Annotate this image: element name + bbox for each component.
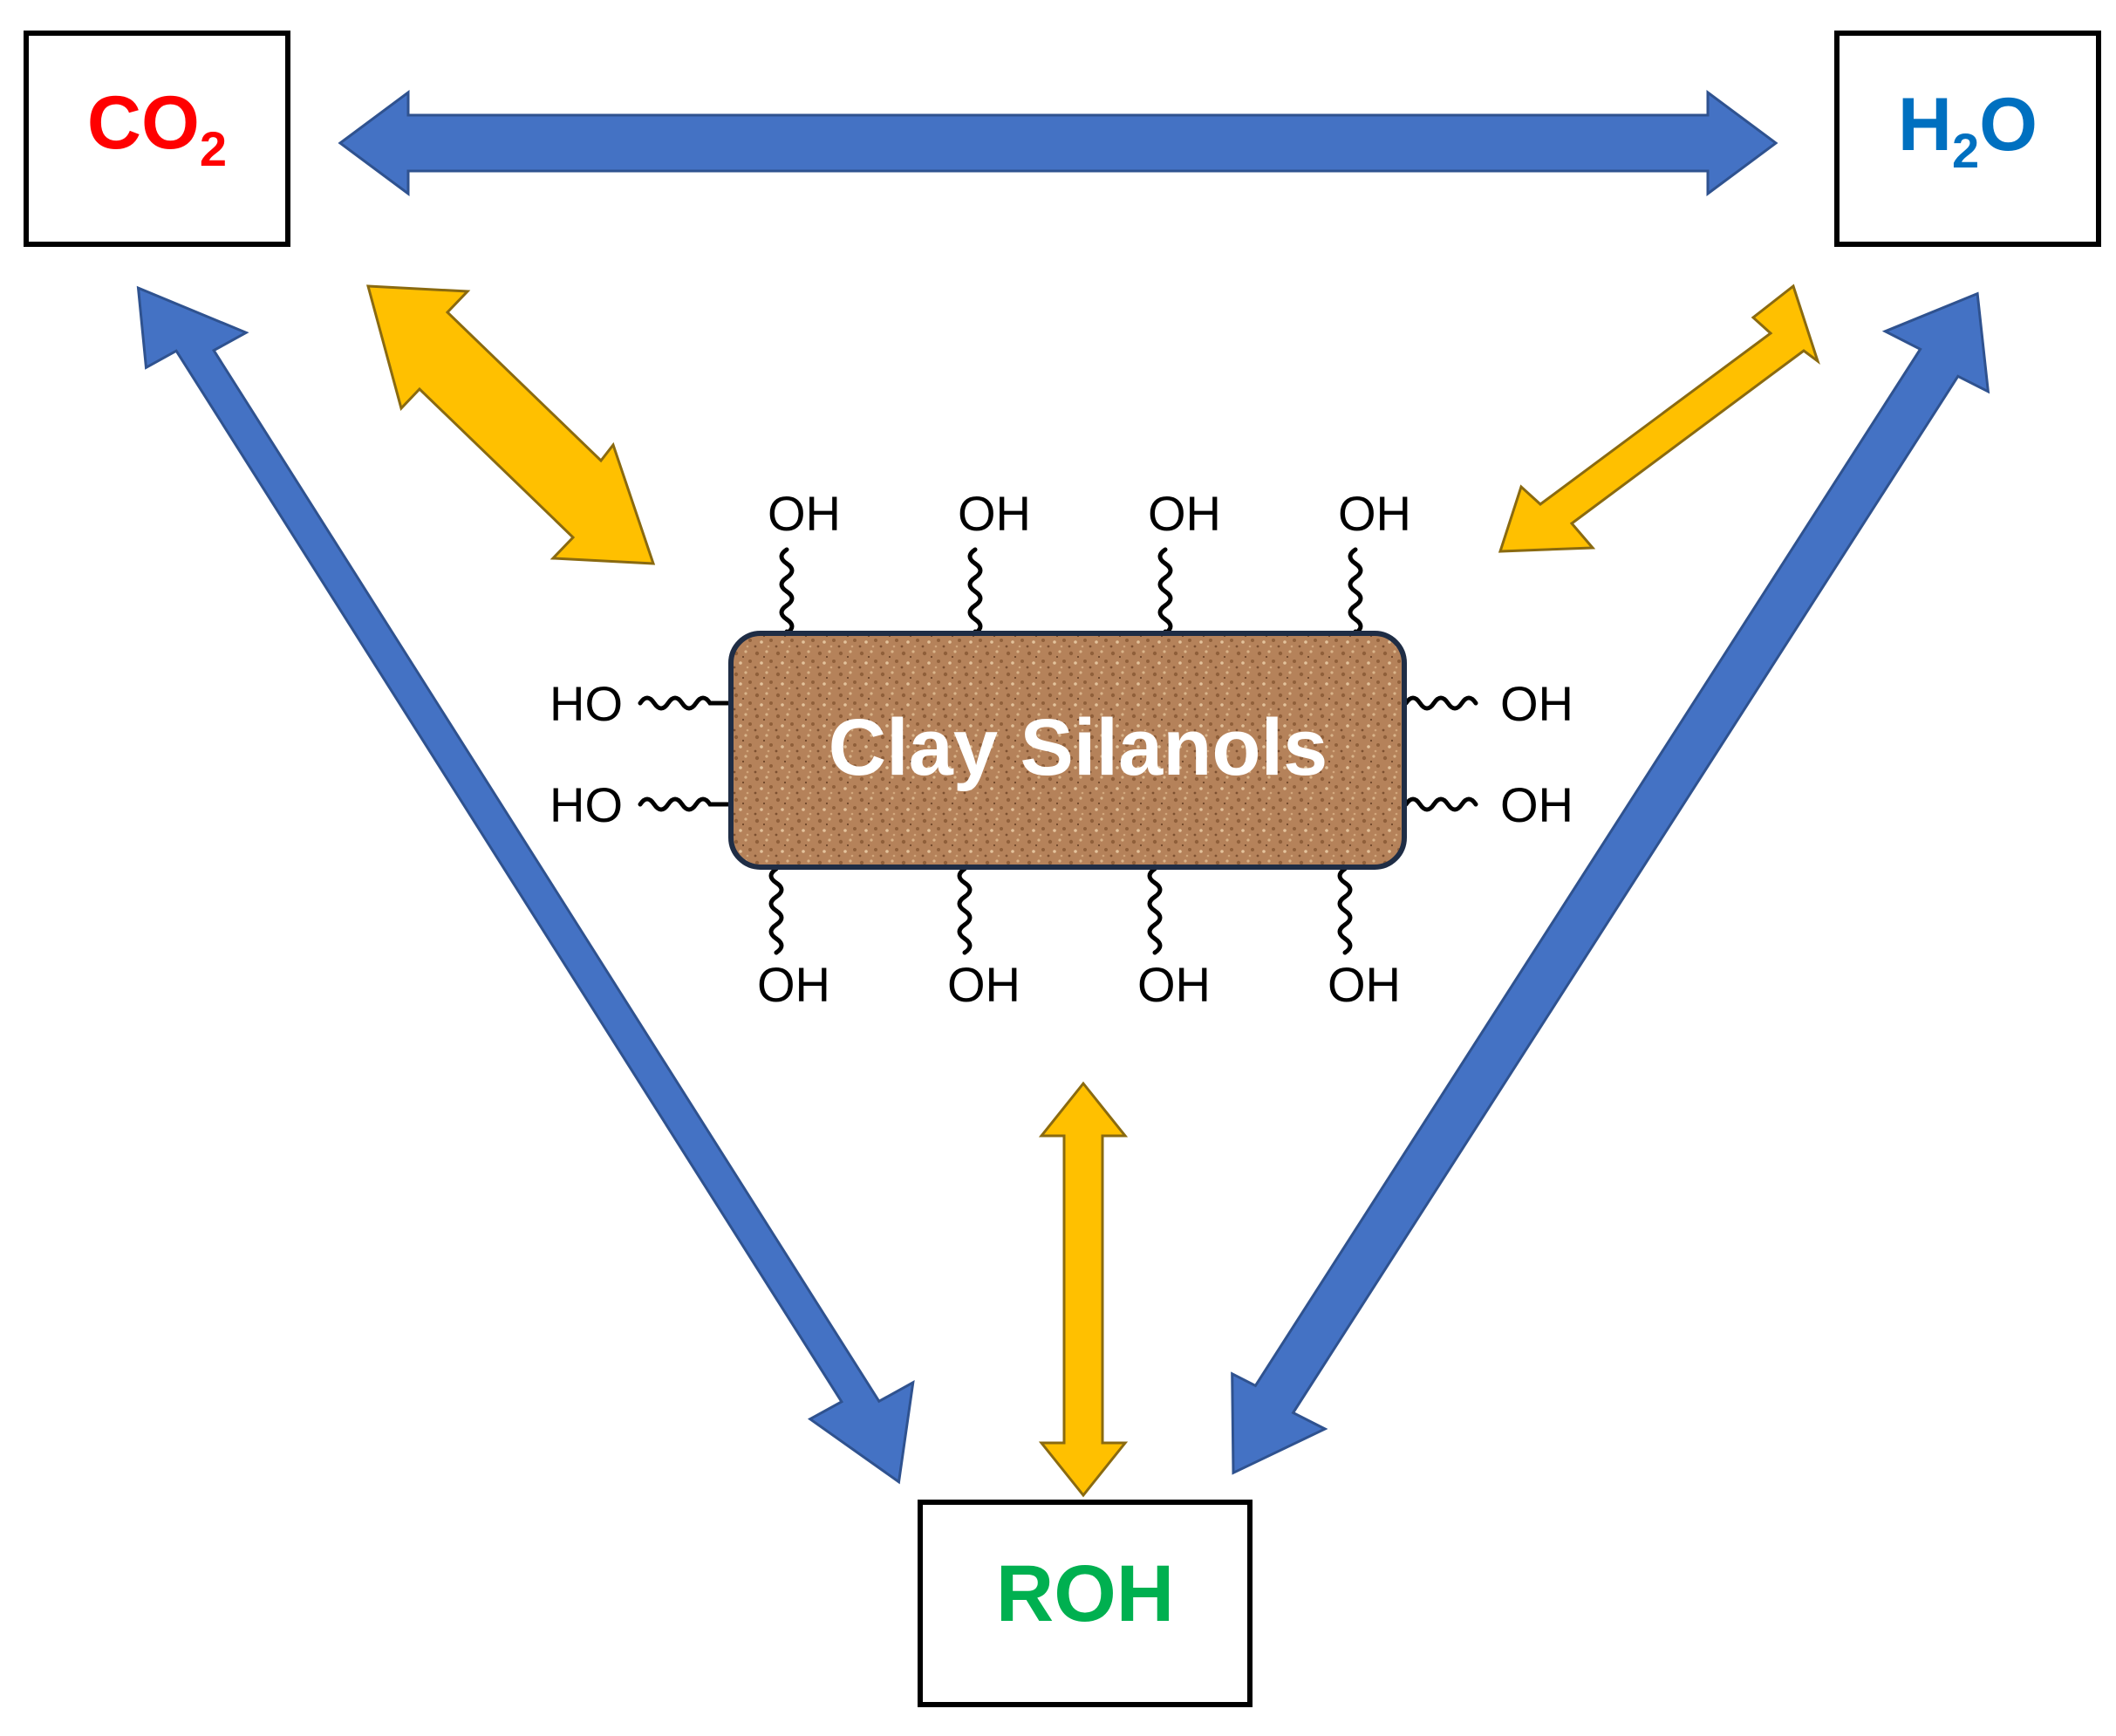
- co2-box: CO2: [24, 31, 290, 247]
- left-bond-1: [638, 695, 732, 711]
- top-oh-3: OH: [1148, 486, 1221, 541]
- co2-label: CO2: [87, 81, 227, 176]
- top-bond-3: [1157, 547, 1173, 638]
- right-bond-1: [1403, 695, 1478, 711]
- top-bond-2: [967, 547, 983, 638]
- top-oh-2: OH: [958, 486, 1031, 541]
- clay-silanols-block: Clay Silanols: [728, 631, 1407, 870]
- bottom-bond-4: [1337, 866, 1353, 955]
- roh-box: ROH: [918, 1500, 1253, 1707]
- h2o-clay-gold-arrow: [1498, 284, 1820, 553]
- bottom-bond-1: [768, 866, 784, 955]
- clay-silanols-label: Clay Silanols: [829, 703, 1328, 792]
- co2-roh-blue-arrow: [136, 285, 915, 1485]
- bottom-bond-2: [957, 866, 973, 955]
- top-oh-1: OH: [768, 486, 841, 541]
- co2-h2o-blue-arrow: [338, 90, 1778, 196]
- right-bond-2: [1403, 796, 1478, 812]
- bottom-bond-3: [1147, 866, 1163, 955]
- h2o-label: H2O: [1898, 83, 2038, 178]
- co2-main: CO: [87, 81, 200, 165]
- silanol-bonds: [638, 547, 1478, 955]
- right-oh-2: OH: [1500, 777, 1573, 832]
- bottom-oh-3: OH: [1137, 957, 1211, 1012]
- bottom-oh-4: OH: [1328, 957, 1401, 1012]
- co2-subscript: 2: [200, 121, 227, 176]
- h2o-post: O: [1979, 83, 2038, 167]
- left-bond-2: [638, 796, 732, 812]
- hydroxyl-labels: OH OH OH OH OH OH OH OH HO HO OH OH: [549, 486, 1573, 1012]
- bottom-oh-2: OH: [947, 957, 1020, 1012]
- h2o-pre: H: [1898, 83, 1952, 167]
- co2-clay-gold-arrow: [366, 284, 656, 565]
- left-ho-2: HO: [549, 777, 623, 832]
- top-bond-1: [779, 547, 795, 638]
- h2o-roh-blue-arrow: [1231, 291, 1990, 1475]
- top-bond-4: [1348, 547, 1363, 638]
- top-oh-4: OH: [1338, 486, 1411, 541]
- roh-label: ROH: [996, 1549, 1174, 1638]
- right-oh-1: OH: [1500, 676, 1573, 731]
- left-ho-1: HO: [549, 676, 623, 731]
- bottom-oh-1: OH: [757, 957, 830, 1012]
- h2o-subscript: 2: [1952, 123, 1979, 178]
- roh-clay-gold-arrow: [1038, 1081, 1129, 1498]
- h2o-box: H2O: [1834, 31, 2101, 247]
